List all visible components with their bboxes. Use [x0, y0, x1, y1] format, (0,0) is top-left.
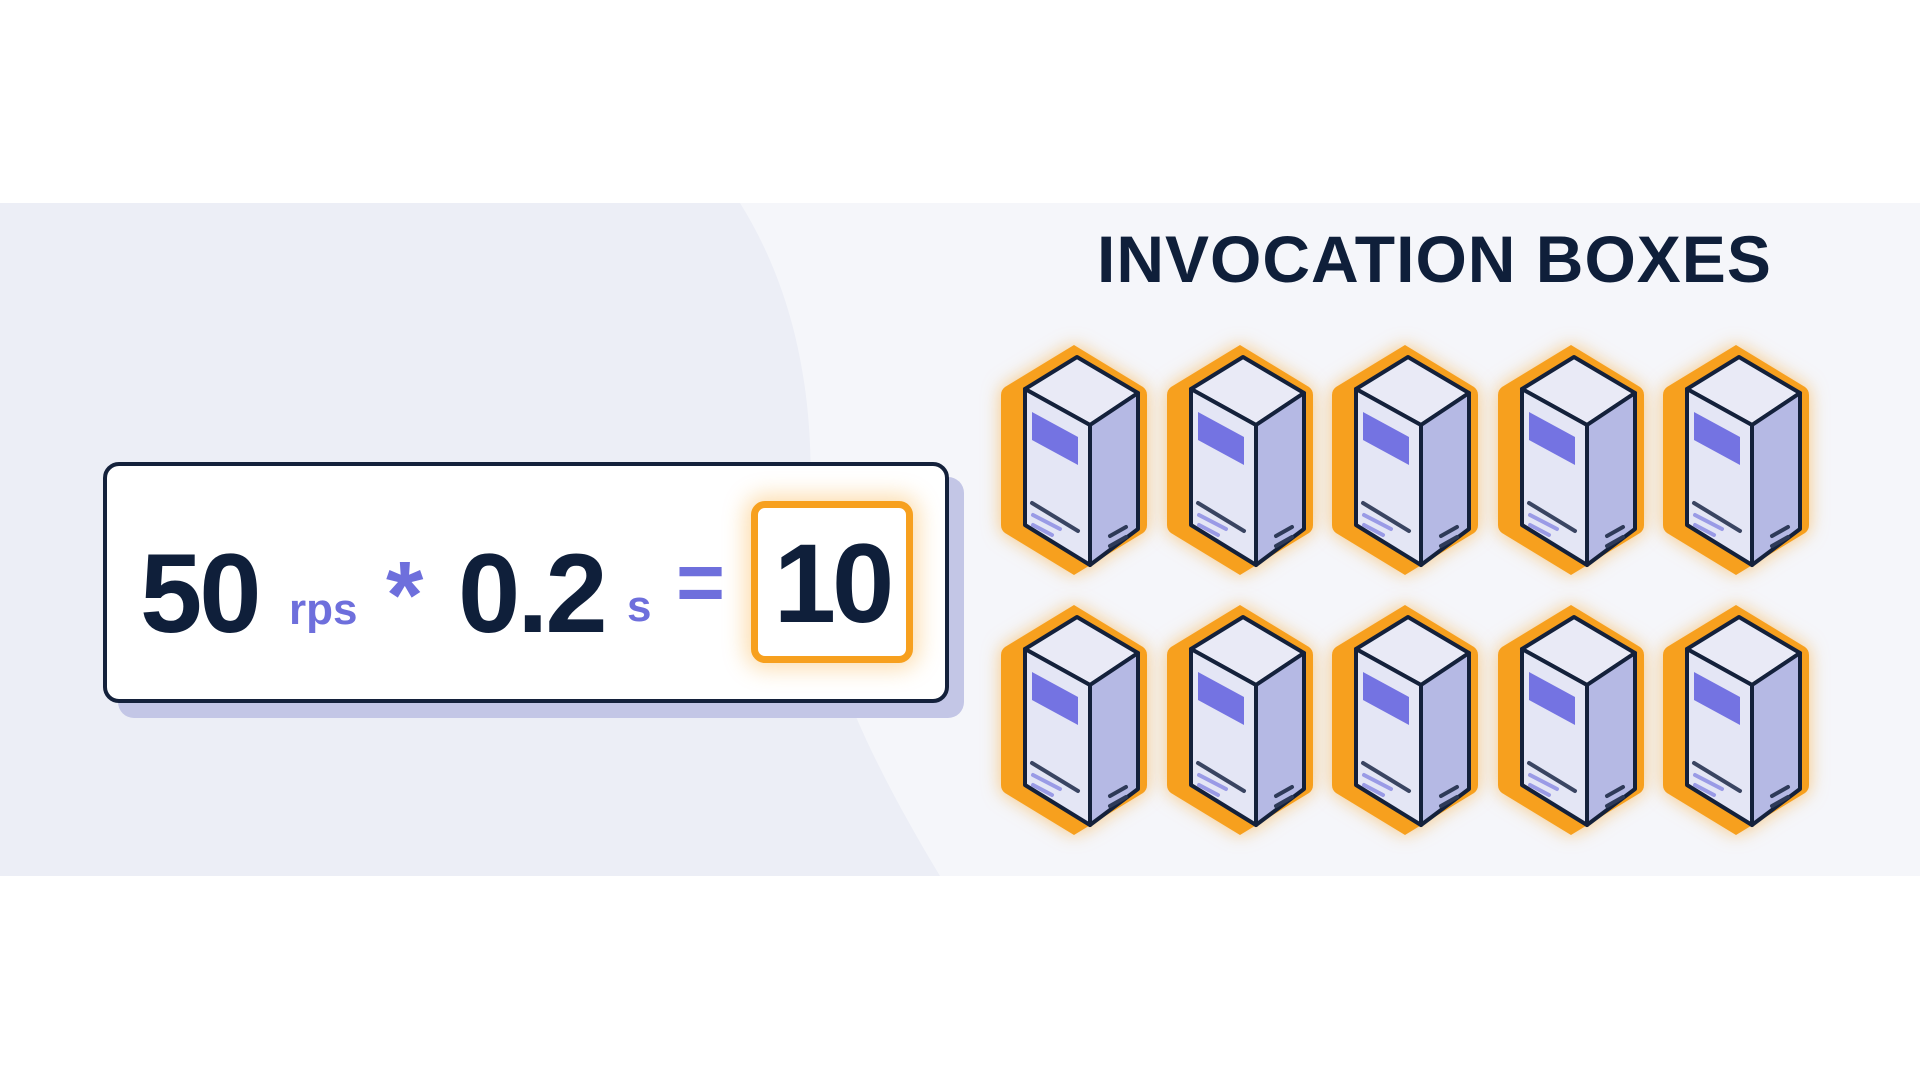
duration-unit: s: [627, 582, 652, 631]
server-icon: [1663, 345, 1809, 575]
invocation-box: [1166, 603, 1314, 837]
server-icon: [1001, 345, 1147, 575]
invocation-box: [1662, 603, 1810, 837]
invocation-box: [1166, 343, 1314, 577]
multiply-operator: *: [386, 542, 424, 649]
duration-value: 0.2: [458, 531, 608, 656]
server-icon: [1166, 605, 1313, 835]
server-icon: [1166, 345, 1313, 575]
invocation-box: [1497, 343, 1645, 577]
server-icon: [1497, 345, 1644, 575]
equals-operator: =: [676, 535, 726, 629]
invocation-box: [1662, 343, 1810, 577]
invocation-box: [1497, 603, 1645, 837]
rate-value: 50: [140, 531, 262, 656]
rate-unit: rps: [289, 585, 358, 634]
invocation-box: [1000, 343, 1148, 577]
server-icon: [1332, 345, 1478, 575]
server-icon: [1663, 605, 1809, 835]
invocation-boxes-title: INVOCATION BOXES: [1097, 222, 1772, 296]
server-icon: [1332, 605, 1478, 835]
invocation-box: [1000, 603, 1148, 837]
invocation-box: [1331, 603, 1479, 837]
result-value: 10: [773, 521, 895, 646]
invocation-box: [1331, 343, 1479, 577]
server-icon: [1001, 605, 1147, 835]
result-box: 10: [751, 501, 913, 663]
server-icon: [1497, 605, 1644, 835]
